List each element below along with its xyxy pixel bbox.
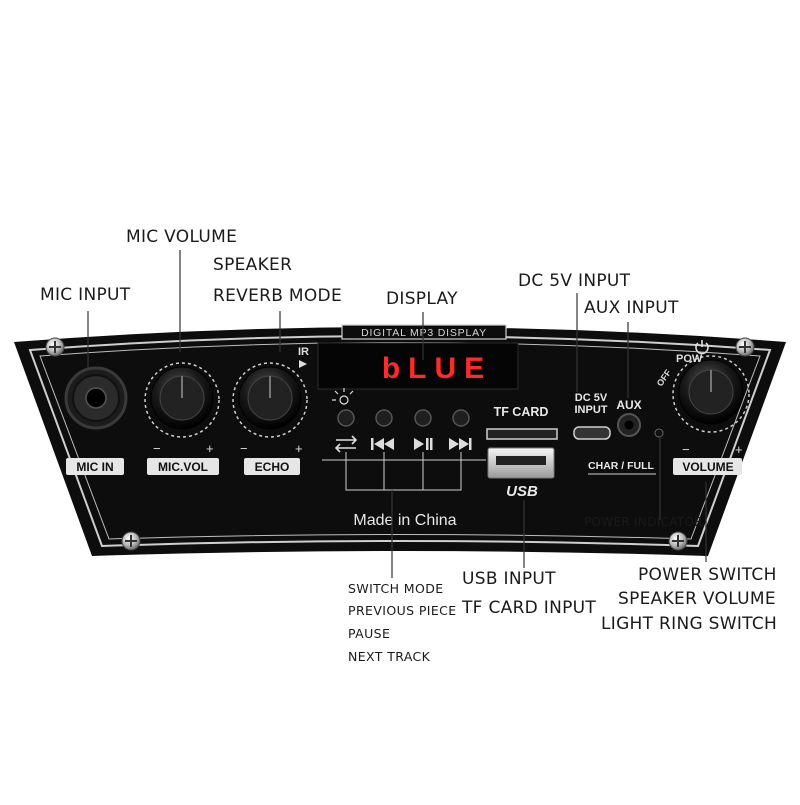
echo-label: ECHO [255, 460, 290, 474]
echo-label-box [244, 458, 300, 475]
power-indicator-led [654, 428, 664, 438]
button-bracket-lines [322, 452, 486, 491]
callout-display: DISPLAY [386, 289, 458, 309]
echo-knob[interactable] [232, 362, 308, 438]
panel-border-outer [28, 335, 772, 548]
callout-switch-mode: SWITCH MODE [348, 581, 444, 596]
panel-border-inner [39, 342, 761, 540]
mic-volume-knob[interactable] [144, 362, 220, 438]
ir-arrow-icon [299, 360, 307, 368]
tf-card-slot[interactable] [486, 428, 558, 440]
callout-power-switch: POWER SWITCH [638, 565, 777, 585]
callout-pause: PAUSE [348, 626, 391, 641]
leader-lines [87, 250, 707, 578]
screw-icon [735, 337, 755, 357]
made-in-china: Made in China [353, 512, 456, 529]
callout-mic-volume: MIC VOLUME [126, 227, 238, 247]
dc5v-label-2: INPUT [575, 404, 608, 416]
screw-icon [668, 531, 688, 551]
display-text: bLUE [382, 352, 492, 385]
callout-power-indicator: POWER INDICATOR [584, 515, 703, 529]
callout-dc5v-input: DC 5V INPUT [518, 271, 631, 291]
usb-label: USB [506, 483, 538, 500]
power-icon [695, 340, 709, 355]
light-bulb-icon [332, 388, 354, 405]
screw-icon [45, 337, 65, 357]
switch-mode-icon [334, 435, 358, 453]
callout-speaker-volume: SPEAKER VOLUME [618, 589, 776, 609]
tf-card-label: TF CARD [494, 405, 549, 419]
volume-label: VOLUME [682, 460, 733, 474]
callout-next-track: NEXT TRACK [348, 649, 431, 664]
led-display [317, 342, 519, 390]
volume-minus: − [682, 442, 690, 457]
mic-vol-label-box [147, 458, 219, 475]
echo-plus: + [295, 441, 303, 456]
volume-plus: + [735, 442, 743, 457]
mic-vol-minus: − [153, 441, 161, 456]
volume-label-box [673, 458, 742, 475]
mic-vol-plus: + [206, 441, 214, 456]
previous-button[interactable] [375, 409, 393, 427]
pause-button[interactable] [414, 409, 432, 427]
mic-vol-label: MIC.VOL [158, 460, 208, 474]
usb-port-tongue [496, 456, 546, 465]
mic-in-jack[interactable] [64, 366, 128, 430]
callout-light-ring-switch: LIGHT RING SWITCH [601, 614, 778, 634]
aux-label: AUX [616, 398, 641, 412]
callout-speaker: SPEAKER [213, 255, 293, 275]
callout-tf-card-input: TF CARD INPUT [462, 598, 597, 618]
screw-icon [121, 531, 141, 551]
next-icon [449, 438, 472, 450]
dc5v-port[interactable] [573, 426, 611, 440]
banner-text: DIGITAL MP3 DISPLAY [361, 327, 487, 339]
banner-box [341, 324, 507, 340]
callout-aux-input: AUX INPUT [584, 298, 679, 318]
aux-jack[interactable] [617, 413, 641, 437]
callout-mic-input: MIC INPUT [40, 285, 131, 305]
volume-knob[interactable] [672, 355, 750, 433]
char-full-label: CHAR / FULL [588, 460, 654, 472]
mic-in-label: MIC IN [76, 460, 113, 474]
mic-in-label-box [66, 458, 124, 475]
callout-reverb-mode: REVERB MODE [213, 286, 342, 306]
callout-previous-piece: PREVIOUS PIECE [348, 603, 457, 618]
next-button[interactable] [452, 409, 470, 427]
previous-icon [371, 438, 394, 450]
play-pause-icon [414, 438, 433, 450]
echo-minus: − [240, 441, 248, 456]
dc5v-label-1: DC 5V [575, 392, 608, 404]
ir-label: IR [298, 346, 309, 358]
power-label: POW [676, 353, 703, 365]
switch-mode-button[interactable] [337, 409, 355, 427]
callout-usb-input: USB INPUT [462, 569, 556, 589]
